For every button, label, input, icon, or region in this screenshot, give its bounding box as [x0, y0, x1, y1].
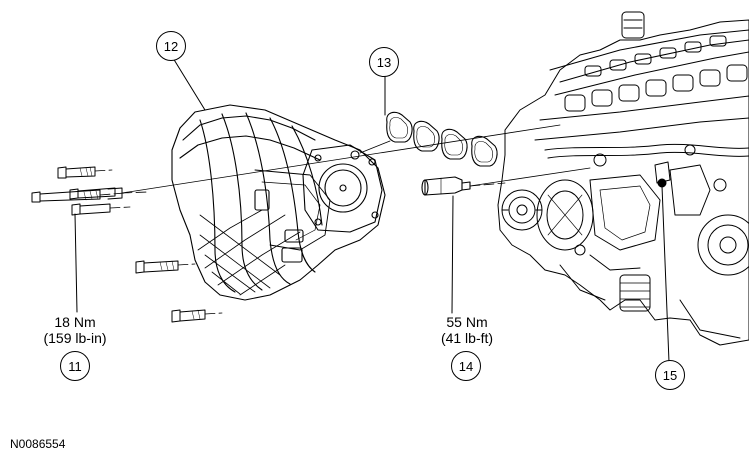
- manifold-bolts: [31, 166, 206, 323]
- torque-stud-nm: 55 Nm: [446, 314, 488, 330]
- torque-bolts-nm: 18 Nm: [54, 314, 96, 330]
- torque-stud-lbft: (41 lb-ft): [440, 330, 494, 346]
- torque-label-bolts: 18 Nm (159 lb-in): [20, 314, 130, 346]
- manifold-stud: [421, 176, 471, 196]
- leader-lines: [74, 57, 670, 363]
- intake-ports: [564, 64, 748, 112]
- figure-reference-number: N0086554: [10, 437, 66, 451]
- torque-label-stud: 55 Nm (41 lb-ft): [412, 314, 522, 346]
- crank-pulley: [697, 214, 749, 276]
- oil-filter: [619, 274, 651, 312]
- cam-cover-bumps: [584, 35, 727, 77]
- callout-12: 12: [156, 31, 186, 61]
- callout-14: 14: [451, 351, 481, 381]
- accessory-pulley: [501, 189, 543, 231]
- throttle-body: [302, 144, 383, 233]
- engine-block: [497, 11, 749, 346]
- alignment-lines: [94, 169, 506, 315]
- callout-11: 11: [60, 351, 90, 381]
- intake-manifold: [171, 104, 386, 301]
- callout-13: 13: [369, 47, 399, 77]
- callout-15: 15: [655, 360, 685, 390]
- plenum-webbing: [197, 209, 301, 296]
- solid-alignment-lines: [121, 124, 591, 194]
- intake-gaskets: [386, 111, 498, 167]
- torque-bolts-lbin: (159 lb-in): [43, 330, 107, 346]
